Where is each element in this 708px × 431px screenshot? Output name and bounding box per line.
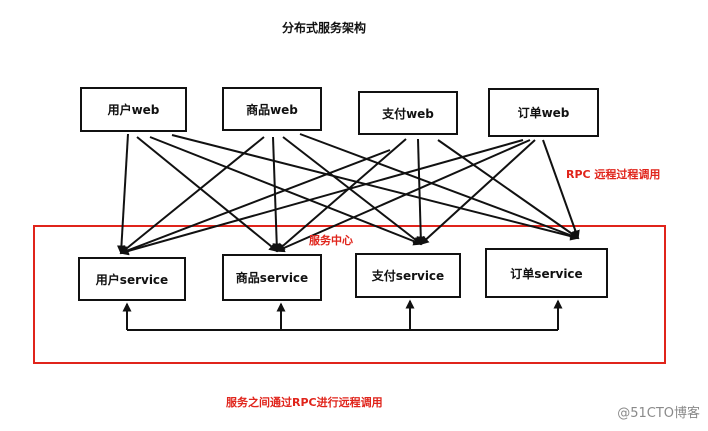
goods-web-node: 商品web: [222, 87, 322, 131]
arrow-user-web-to-user-service: [116, 133, 129, 255]
rpc-call-arrows: [116, 133, 580, 256]
order-service-node: 订单service: [485, 248, 608, 298]
goods-web-label: 商品web: [246, 102, 298, 117]
user-web-label: 用户web: [107, 103, 160, 117]
pay-service-node: 支付service: [355, 253, 461, 298]
bottom-note: 服务之间通过RPC进行远程调用: [226, 396, 383, 409]
rpc-label: RPC 远程过程调用: [566, 168, 661, 181]
arrow-pay-web-to-user-service: [119, 149, 391, 255]
watermark: @51CTO博客: [617, 406, 700, 421]
user-web-node: 用户web: [80, 87, 187, 132]
service-center-frame: [33, 225, 666, 364]
user-service-label: 用户service: [95, 272, 169, 287]
pay-service-label: 支付service: [371, 269, 445, 283]
order-web-node: 订单web: [488, 88, 599, 137]
goods-service-label: 商品service: [235, 271, 309, 285]
service-center-label: 服务中心: [309, 234, 353, 247]
arrow-pay-web-to-order-service: [437, 139, 580, 239]
goods-service-node: 商品service: [222, 254, 322, 301]
arrow-user-web-to-order-service: [171, 134, 580, 241]
service-interconnect: [122, 299, 563, 331]
pay-web-label: 支付web: [382, 106, 434, 121]
arrow-pay-web-to-goods-service: [275, 138, 407, 252]
order-web-label: 订单web: [517, 106, 570, 120]
arrow-order-web-to-pay-service: [419, 139, 536, 246]
order-service-label: 订单service: [510, 266, 583, 281]
arrow-pay-web-to-pay-service: [416, 138, 426, 246]
arrow-goods-web-to-pay-service: [282, 136, 423, 245]
arrow-goods-web-to-user-service: [119, 136, 265, 254]
arrow-user-web-to-goods-service: [136, 136, 279, 252]
user-service-node: 用户service: [78, 257, 186, 301]
arrow-order-web-to-order-service: [542, 139, 580, 240]
arrow-order-web-to-user-service: [119, 139, 524, 256]
pay-web-node: 支付web: [358, 91, 458, 135]
arrow-order-web-to-goods-service: [275, 139, 531, 253]
diagram-title: 分布式服务架构: [282, 21, 367, 35]
arrow-goods-web-to-order-service: [299, 133, 580, 240]
